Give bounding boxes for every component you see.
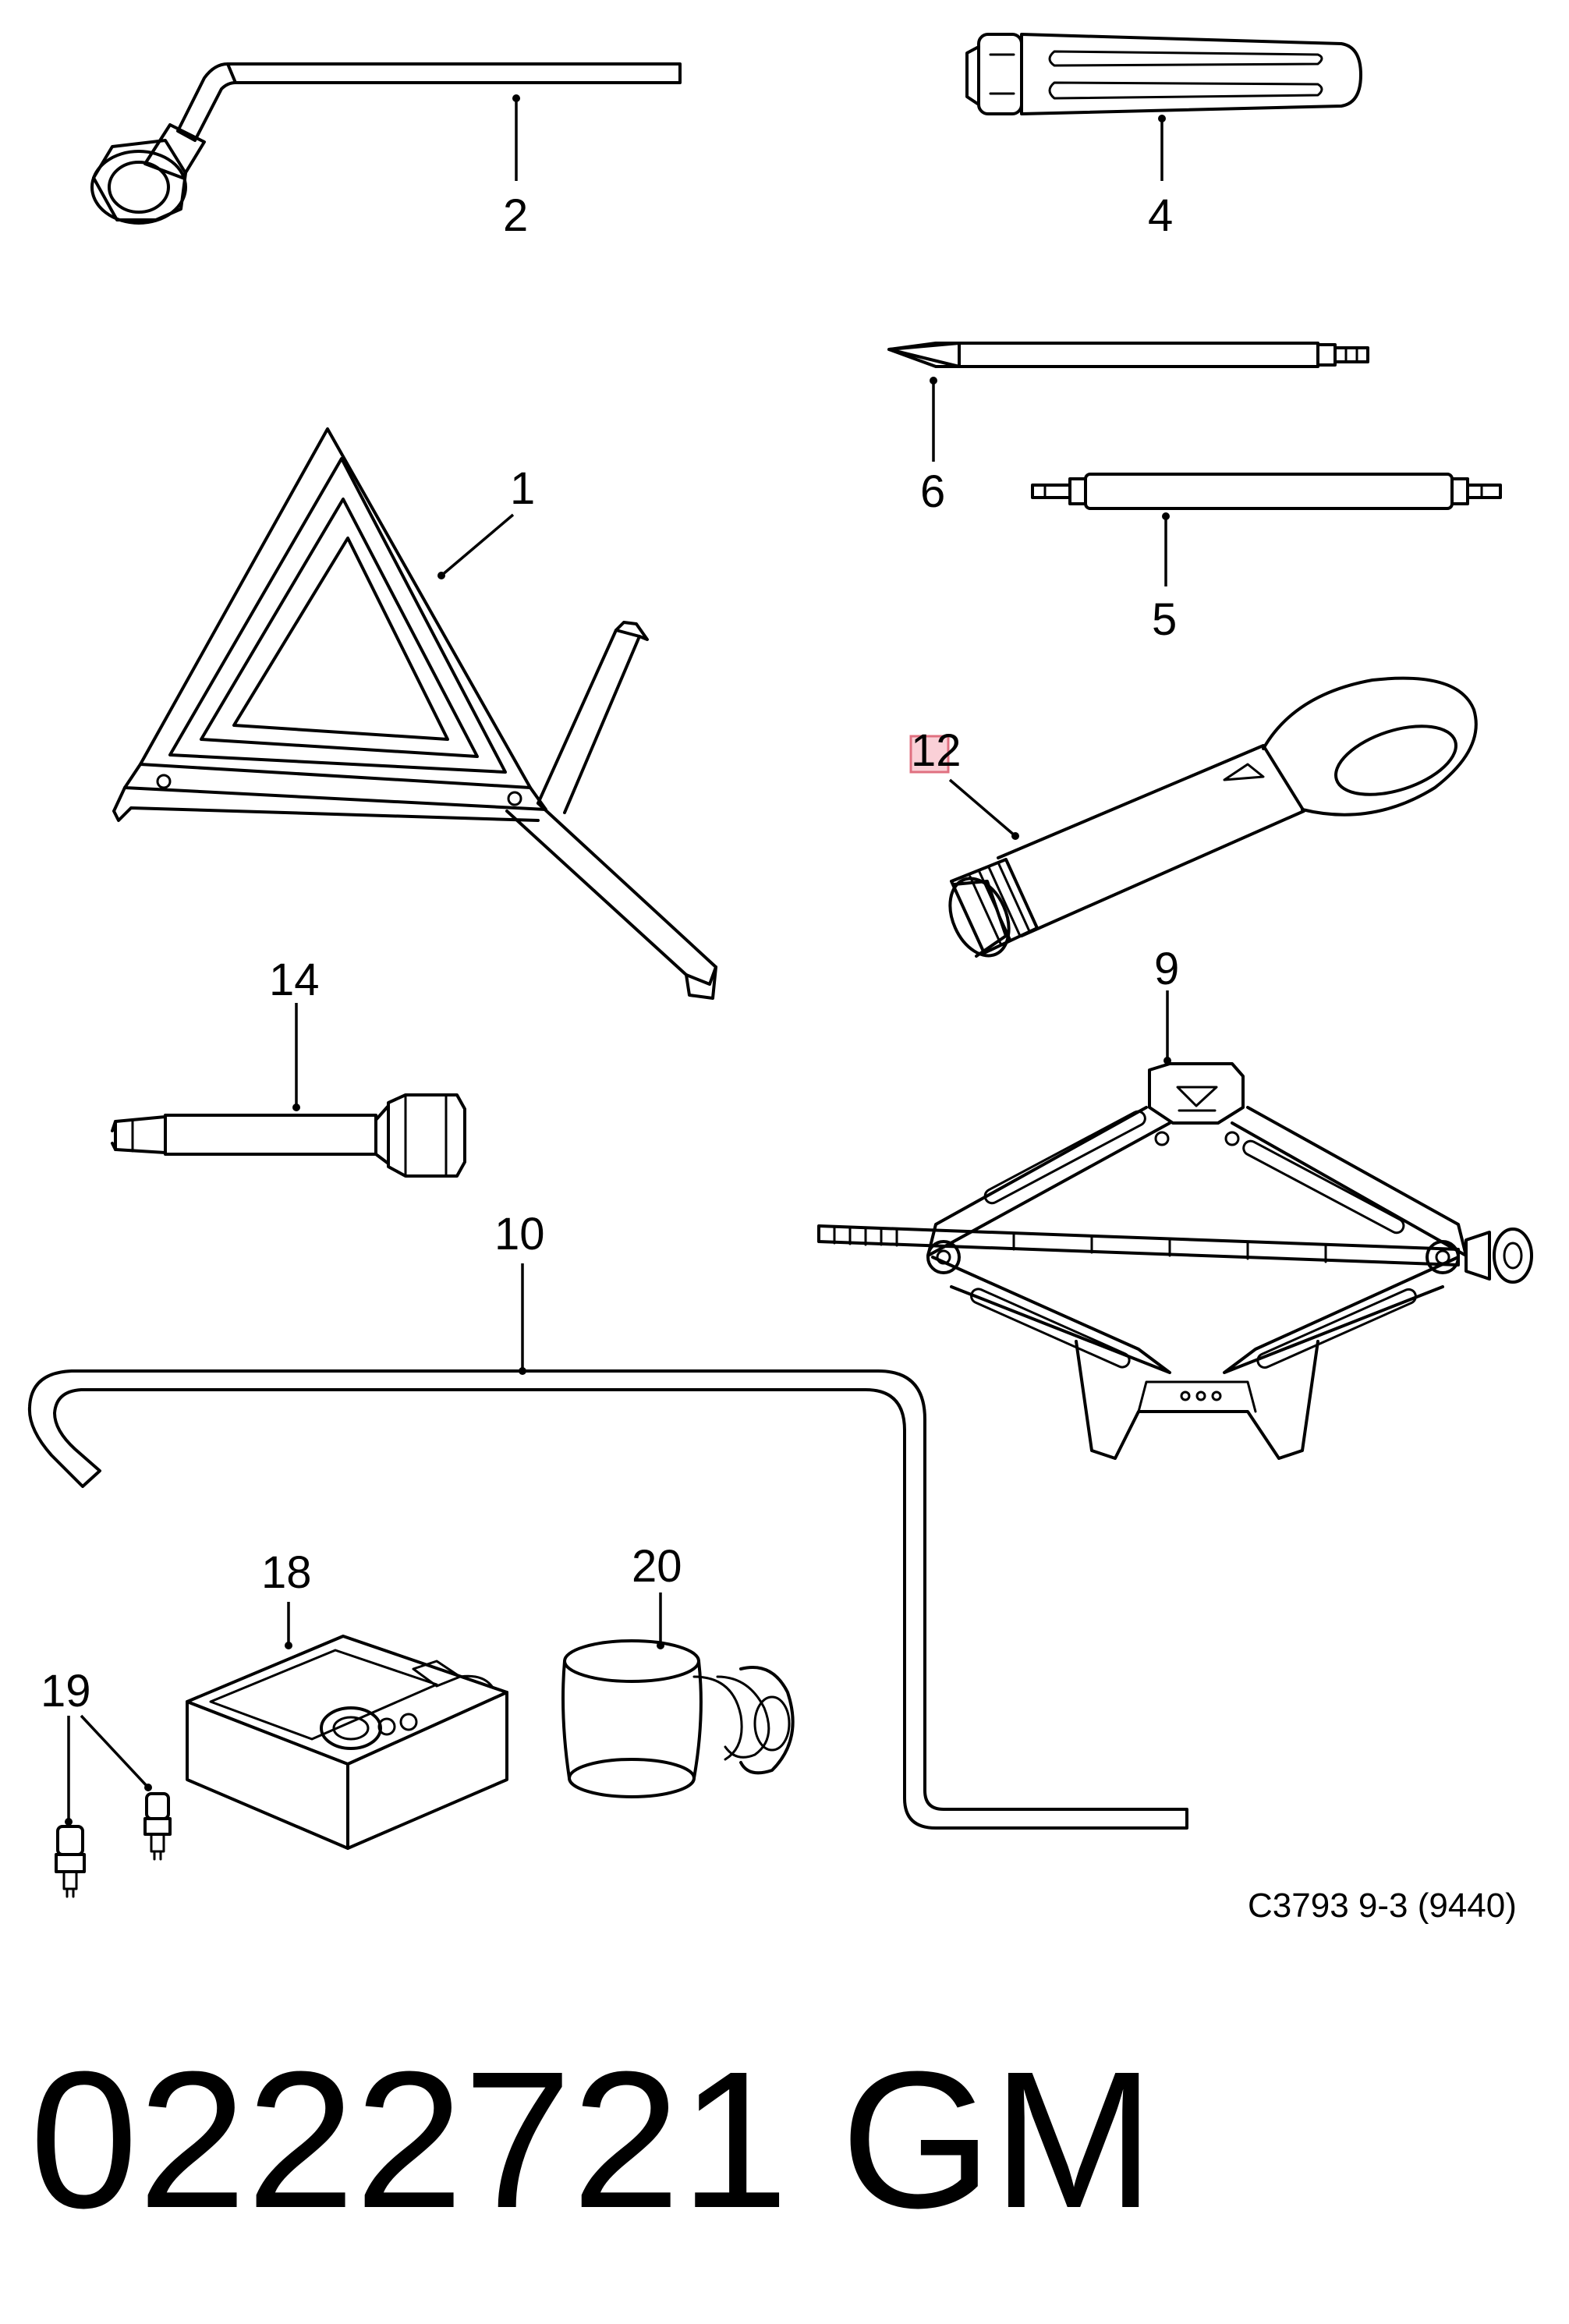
part-20-sealant-bottle <box>561 1639 795 1798</box>
part-9-scissor-jack <box>817 1062 1533 1460</box>
part-number: 0222721 <box>30 2031 788 2248</box>
part-18-compressor <box>186 1635 508 1850</box>
figure-reference: C3793 9-3 (9440) <box>1248 1886 1517 1925</box>
callout-6: 6 <box>920 466 945 517</box>
part-19-valve-adaptors <box>55 1792 172 1898</box>
callout-18: 18 <box>261 1547 312 1598</box>
callout-5: 5 <box>1152 594 1177 645</box>
brand-name: GM <box>841 2031 1155 2248</box>
part-12-towing-eye <box>948 676 1478 958</box>
callout-14: 14 <box>269 955 320 1005</box>
callout-4: 4 <box>1148 190 1173 241</box>
part-6-bit-extension <box>887 342 1369 368</box>
callout-12-highlight <box>909 735 950 774</box>
callout-19: 19 <box>41 1666 91 1716</box>
part-2-wheel-wrench <box>90 62 682 225</box>
part-4-screwdriver-handle <box>965 33 1362 115</box>
callout-2: 2 <box>503 190 528 241</box>
part-10-crank-rod <box>27 1369 1188 1830</box>
callout-12: 12 <box>911 725 962 776</box>
callout-10: 10 <box>494 1209 545 1259</box>
callout-1: 1 <box>510 463 535 514</box>
part-1-warning-triangle <box>112 427 717 1000</box>
part-14-adaptor <box>111 1093 466 1178</box>
callout-9: 9 <box>1154 944 1179 994</box>
callout-20: 20 <box>632 1541 682 1592</box>
part-5-double-bit <box>1031 473 1502 510</box>
